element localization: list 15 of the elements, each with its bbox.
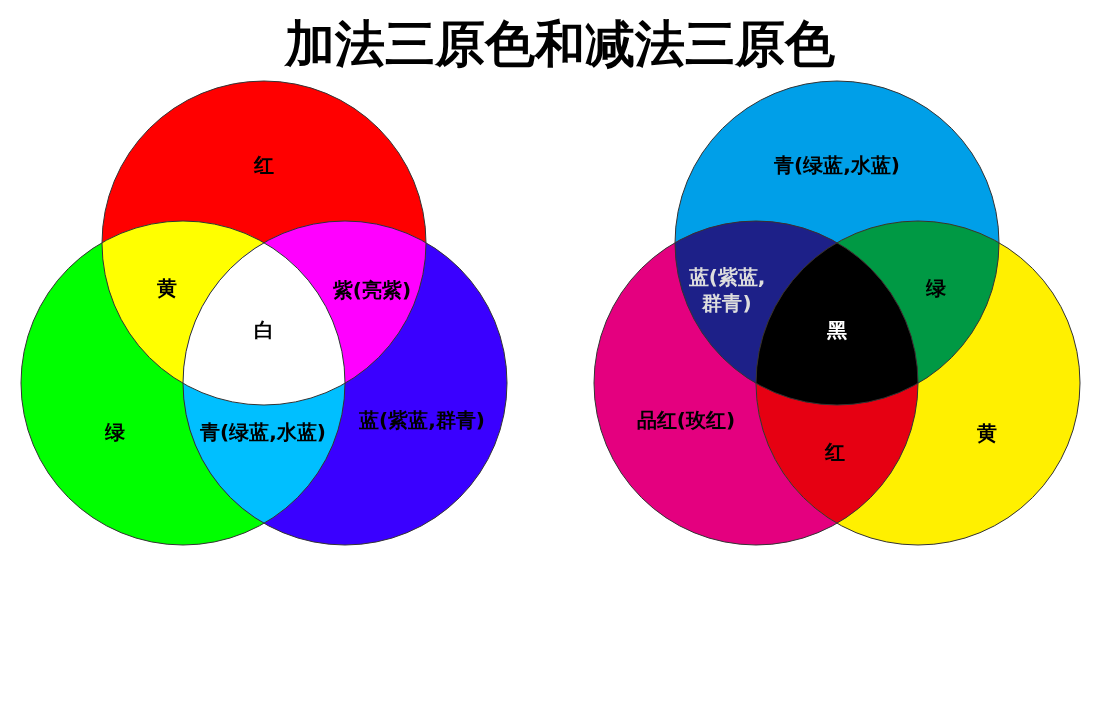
color-name: 青(绿蓝,水蓝): [774, 152, 900, 178]
title: 加法三原色和减法三原色: [285, 14, 835, 75]
color-name: 品红(玫红): [636, 407, 736, 433]
mix-color-name: 白: [254, 317, 274, 343]
mix-color-name: 蓝(紫蓝,群青): [687, 264, 767, 316]
mix-color-name: 紫(亮紫): [332, 277, 412, 303]
color-name: 绿: [105, 419, 125, 445]
mix-color-name: 青(绿蓝,水蓝): [200, 419, 326, 445]
mix-color-name: 红: [825, 439, 845, 465]
mix-color-name: 绿: [926, 275, 946, 301]
mix-color-name: 黑: [827, 317, 847, 343]
color-name: 黄: [977, 420, 997, 446]
mix-color-name: 黄: [157, 275, 177, 301]
color-name: 红: [254, 152, 274, 178]
color-name: 蓝(紫蓝,群青): [359, 407, 485, 433]
